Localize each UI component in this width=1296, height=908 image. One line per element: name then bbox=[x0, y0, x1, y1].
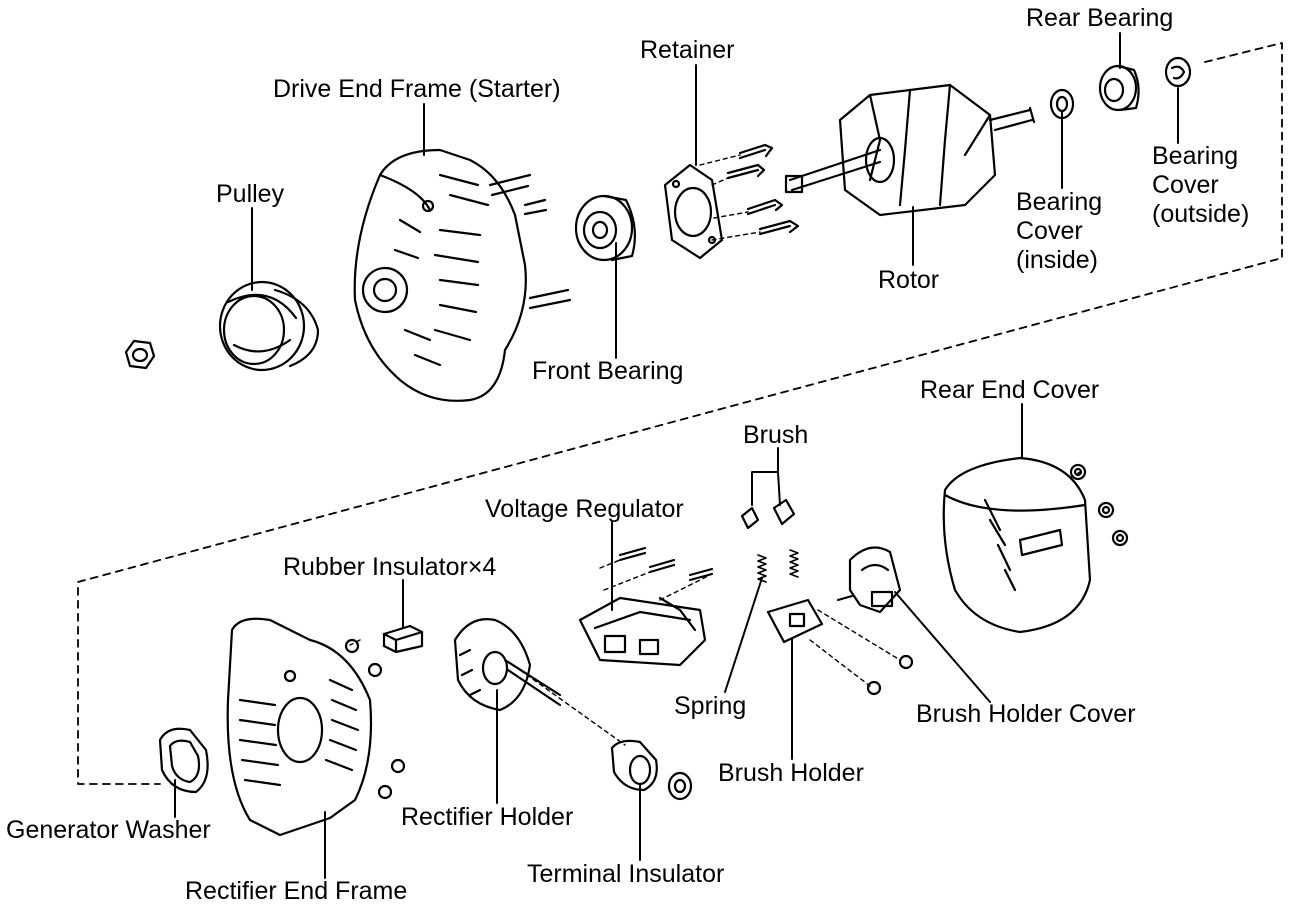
label-bearing-cover-inside: Bearing Cover (inside) bbox=[1016, 188, 1103, 274]
label-rectifier-end-frame: Rectifier End Frame bbox=[185, 877, 408, 905]
brush-holder-screws bbox=[866, 654, 914, 696]
assembly-dashed-outline bbox=[77, 42, 1283, 785]
generator-washer-part bbox=[158, 727, 209, 794]
label-rubber-insulator: Rubber Insulator×4 bbox=[283, 553, 497, 581]
rectifier-end-frame-nuts bbox=[344, 638, 406, 800]
label-brush-holder-cover: Brush Holder Cover bbox=[916, 700, 1136, 728]
rectifier-holder-part bbox=[453, 618, 562, 712]
brush-holder-part bbox=[766, 598, 824, 644]
label-rotor: Rotor bbox=[878, 266, 940, 294]
brush-holder-cover-part bbox=[836, 546, 902, 614]
brush-part bbox=[740, 498, 796, 530]
nut-part bbox=[124, 339, 156, 370]
label-brush: Brush bbox=[743, 421, 809, 449]
retainer-screws bbox=[726, 143, 800, 236]
rubber-insulator-part bbox=[382, 624, 424, 654]
rotor-part bbox=[784, 83, 1036, 217]
rear-end-cover-nuts bbox=[1069, 463, 1129, 547]
bearing-cover-outside-part bbox=[1164, 56, 1192, 88]
rear-bearing-part bbox=[1098, 64, 1140, 112]
label-generator-washer: Generator Washer bbox=[6, 816, 211, 844]
bearing-cover-inside-part bbox=[1049, 88, 1075, 120]
label-terminal-insulator: Terminal Insulator bbox=[527, 860, 725, 888]
drive-end-frame-part bbox=[353, 148, 572, 402]
label-bearing-cover-outside: Bearing Cover (outside) bbox=[1152, 142, 1250, 228]
front-bearing-part bbox=[574, 194, 637, 262]
label-front-bearing: Front Bearing bbox=[532, 357, 684, 385]
label-spring: Spring bbox=[674, 692, 747, 720]
rectifier-end-frame-part bbox=[226, 617, 373, 837]
regulator-screws bbox=[618, 546, 714, 582]
terminal-insulator-part bbox=[610, 739, 693, 801]
pulley-part bbox=[218, 280, 320, 372]
label-voltage-regulator: Voltage Regulator bbox=[485, 495, 684, 523]
retainer-part bbox=[663, 163, 724, 260]
voltage-regulator-part bbox=[578, 596, 707, 667]
label-drive-end-frame: Drive End Frame (Starter) bbox=[273, 75, 561, 103]
label-rear-end-cover: Rear End Cover bbox=[920, 376, 1100, 404]
label-retainer: Retainer bbox=[640, 36, 735, 64]
leader-lines bbox=[174, 32, 1179, 879]
label-pulley: Pulley bbox=[216, 180, 285, 208]
label-rectifier-holder: Rectifier Holder bbox=[401, 803, 574, 831]
rear-end-cover-part bbox=[942, 456, 1092, 634]
spring-part bbox=[757, 549, 799, 583]
label-rear-bearing: Rear Bearing bbox=[1026, 4, 1174, 32]
fastener-dashed-lines bbox=[349, 154, 1081, 746]
label-brush-holder: Brush Holder bbox=[718, 759, 864, 787]
